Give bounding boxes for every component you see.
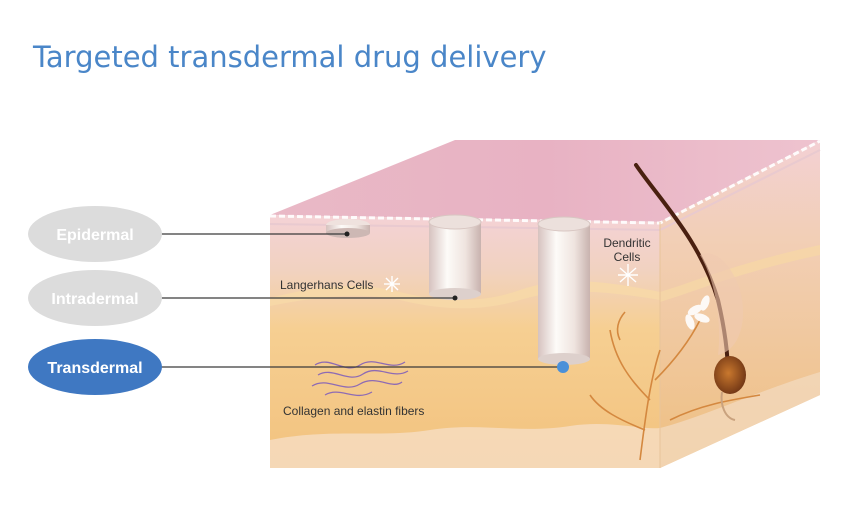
nerve-fibers xyxy=(589,311,761,461)
collagen-fibers-label: Collagen and elastin fibers xyxy=(283,404,424,418)
skin-block xyxy=(269,139,821,468)
bulb-root xyxy=(720,391,736,421)
side-lower-wave xyxy=(660,372,820,468)
transdermal-marker xyxy=(557,361,569,373)
layer-pill-transdermal: Transdermal xyxy=(28,339,162,395)
side-dermis-boundary xyxy=(660,245,820,302)
hair-follicle xyxy=(634,163,746,421)
hair-bulb xyxy=(714,356,746,394)
diagram-title: Targeted transdermal drug delivery xyxy=(33,40,547,74)
layer-label-intradermal: Intradermal xyxy=(51,291,138,308)
layer-pill-epidermal: Epidermal xyxy=(28,206,162,262)
langerhans-cell-icon xyxy=(384,276,400,292)
epidermal-marker xyxy=(344,231,350,237)
dendritic-cells-label-line2: Cells xyxy=(614,250,641,264)
layer-label-transdermal: Transdermal xyxy=(47,360,142,377)
follicle-sheath xyxy=(700,253,744,355)
skin-top-surface xyxy=(270,140,820,222)
lower-dermis-wave xyxy=(270,424,660,468)
dendritic-cells-label-line1: Dendritic xyxy=(603,236,650,250)
dendritic-cell-icon xyxy=(618,264,638,286)
layer-pill-intradermal: Intradermal xyxy=(28,270,162,326)
transdermal-channel xyxy=(537,216,591,365)
sweat-gland-icon xyxy=(685,295,710,330)
intradermal-channel xyxy=(428,214,482,300)
connector-lines xyxy=(160,233,563,368)
collagen-fibers-icon xyxy=(311,361,409,397)
langerhans-cells-label: Langerhans Cells xyxy=(280,278,373,292)
layer-label-epidermal: Epidermal xyxy=(56,227,133,244)
intradermal-marker xyxy=(452,295,458,301)
